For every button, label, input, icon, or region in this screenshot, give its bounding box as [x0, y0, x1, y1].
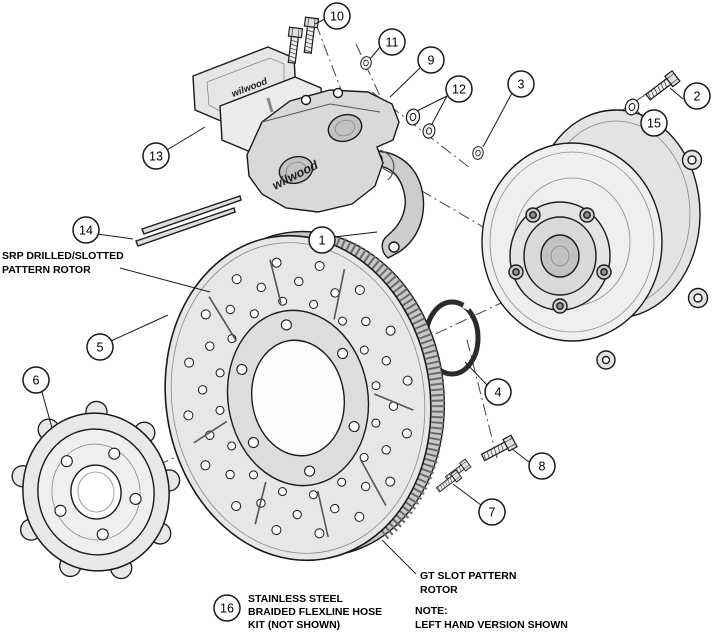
- hub-mount-ear: [596, 149, 709, 370]
- callout-16: 16: [213, 594, 241, 622]
- callout-8: 8: [528, 452, 556, 480]
- callout-12: 12: [445, 75, 473, 103]
- svg-text:GT SLOT PATTERN: GT SLOT PATTERN: [420, 570, 516, 582]
- washers-12: [404, 107, 437, 140]
- label-version-note: NOTE: LEFT HAND VERSION SHOWN: [415, 605, 568, 631]
- svg-text:3: 3: [518, 78, 525, 92]
- svg-text:SRP DRILLED/SLOTTED: SRP DRILLED/SLOTTED: [2, 250, 124, 262]
- rotor: [164, 230, 446, 562]
- label-hose-note: STAINLESS STEEL BRAIDED FLEXLINE HOSE KI…: [248, 593, 382, 631]
- pad-clips: [135, 195, 242, 247]
- svg-text:2: 2: [694, 90, 701, 104]
- svg-text:15: 15: [647, 117, 661, 131]
- rotor-hat: [11, 400, 181, 580]
- callout-1: 1: [308, 226, 336, 254]
- caliper: wilwood: [246, 87, 400, 213]
- rotor-lug-holes: [236, 319, 360, 477]
- leader-lines: [41, 18, 684, 575]
- callout-2: 2: [683, 82, 711, 110]
- svg-text:11: 11: [386, 36, 399, 50]
- label-gt-rotor: GT SLOT PATTERN ROTOR: [420, 570, 516, 596]
- hub-assembly: [481, 109, 709, 370]
- callout-4: 4: [484, 378, 512, 406]
- svg-text:1: 1: [319, 234, 326, 248]
- svg-text:5: 5: [97, 341, 104, 355]
- svg-text:KIT (NOT SHOWN): KIT (NOT SHOWN): [248, 619, 340, 631]
- callout-11: 11: [378, 28, 406, 56]
- svg-text:LEFT HAND VERSION SHOWN: LEFT HAND VERSION SHOWN: [415, 619, 568, 631]
- wheel-studs: [508, 207, 612, 314]
- callout-9: 9: [417, 46, 445, 74]
- svg-text:7: 7: [489, 506, 496, 520]
- callout-7: 7: [478, 498, 506, 526]
- svg-text:6: 6: [33, 374, 40, 388]
- svg-text:NOTE:: NOTE:: [415, 605, 448, 617]
- rotor-drill-holes: [183, 257, 413, 539]
- svg-text:4: 4: [495, 386, 502, 400]
- svg-text:12: 12: [452, 83, 466, 97]
- caliper-bolts: [284, 16, 320, 65]
- small-bolts: [434, 458, 472, 495]
- callout-10: 10: [323, 2, 351, 30]
- svg-text:ROTOR: ROTOR: [420, 584, 458, 596]
- callout-13: 13: [142, 142, 170, 170]
- label-srp-rotor: SRP DRILLED/SLOTTED PATTERN ROTOR: [2, 250, 124, 276]
- hub-bolt: [643, 70, 681, 103]
- washer-3: [471, 145, 485, 161]
- svg-text:14: 14: [79, 224, 93, 238]
- callout-3: 3: [507, 70, 535, 98]
- callout-6: 6: [22, 366, 50, 394]
- svg-text:STAINLESS STEEL: STAINLESS STEEL: [248, 593, 343, 605]
- svg-text:9: 9: [428, 54, 435, 68]
- svg-text:16: 16: [220, 602, 234, 616]
- rotor-slots: [193, 259, 414, 538]
- svg-text:10: 10: [330, 10, 344, 24]
- svg-text:BRAIDED FLEXLINE HOSE: BRAIDED FLEXLINE HOSE: [248, 606, 382, 618]
- hat-lug-holes: [54, 447, 142, 541]
- svg-text:8: 8: [539, 460, 546, 474]
- callout-15: 15: [640, 109, 668, 137]
- callout-14: 14: [72, 216, 100, 244]
- bracket-bolt: [479, 434, 518, 464]
- svg-text:PATTERN ROTOR: PATTERN ROTOR: [2, 264, 91, 276]
- svg-text:13: 13: [149, 150, 163, 164]
- callout-5: 5: [86, 333, 114, 361]
